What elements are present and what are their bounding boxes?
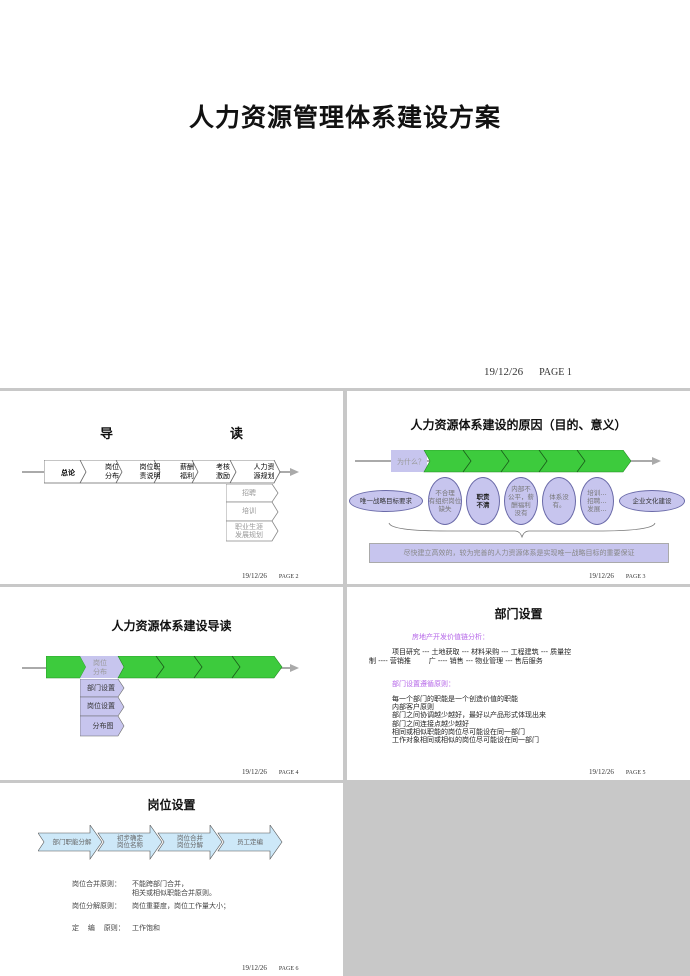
sub-chain (80, 679, 125, 737)
step-preliminary-position-name[interactable]: 初步确定 岗位名称 (117, 833, 143, 849)
slide-6-position-setup[interactable]: 岗位设置 部门职能分解 初步确定 岗位名称 岗位合并 岗位分解 员工定编 岗位合… (0, 783, 343, 976)
value-chain-line-1: 项目研究 --- 土地获取 --- 材料采购 --- 工程建筑 --- 质量控 (392, 648, 572, 656)
arrow-head-icon (290, 468, 299, 476)
slide-title: 人力资源体系建设导读 (111, 619, 232, 633)
step-arrows (38, 825, 283, 860)
green-chain (391, 450, 631, 473)
page-number: PAGE 2 (278, 574, 299, 580)
slide-2-guide[interactable]: 导 读 总论 岗位 分布 岗位职 责说明 薪酬 福利 考核 激励 人力资 源规划… (0, 391, 343, 584)
title-left-char: 导 (100, 427, 114, 442)
chain-item-hr-planning[interactable]: 人力资 源规划 (253, 463, 275, 480)
staffing-principle-label: 定 编 原则： (72, 924, 125, 932)
date: 19/12/26 (484, 366, 524, 378)
slide-footer: 19/12/26 PAGE 6 (242, 964, 299, 972)
active-item-position-distribution[interactable]: 岗位 分布 (93, 659, 107, 676)
merge-principle-line-2: 相关或相似职能合并原则。 (132, 889, 216, 897)
slide-title: 部门设置 (494, 607, 543, 621)
slide-1-title[interactable]: 人力资源管理体系建设方案 19/12/26 PAGE 1 (0, 0, 690, 388)
principle-item: 内部客户原则 (392, 703, 434, 712)
brace-icon (388, 522, 656, 539)
date: 19/12/26 (589, 768, 614, 776)
value-chain-heading: 房地产开发价值链分析： (412, 633, 489, 641)
slide-3-reasons[interactable]: 人力资源体系建设的原因（目的、意义） 为什么？ 唯一战略目标要求 不合理 有组织… (347, 391, 690, 584)
page-number: PAGE 4 (278, 770, 299, 776)
principles-heading: 部门设置遵循原则： (392, 680, 455, 688)
split-principle-label: 岗位分解原则： (72, 902, 121, 910)
sub-item-department-setup[interactable]: 部门设置 (87, 683, 115, 692)
slide-title: 岗位设置 (147, 798, 196, 812)
date: 19/12/26 (242, 964, 267, 972)
date: 19/12/26 (589, 572, 614, 580)
value-chain-line-2: 制 ---- 营销推 广 ---- 销售 --- 物业管理 --- 售后服务 (369, 657, 543, 665)
chain-item-appraisal[interactable]: 考核 激励 (216, 463, 230, 480)
slide-title: 人力资源体系建设的原因（目的、意义） (410, 418, 627, 432)
staffing-principle-text: 工作饱和 (132, 924, 160, 932)
page-number: PAGE 6 (278, 966, 299, 972)
chain-item-overview[interactable]: 总论 (61, 467, 75, 477)
date: 19/12/26 (242, 572, 267, 580)
process-chain (44, 460, 281, 484)
chain-item-compensation[interactable]: 薪酬 福利 (180, 463, 194, 480)
slide-footer: 19/12/26 PAGE 3 (589, 572, 646, 580)
split-principle-text: 岗位重要度，岗位工作量大小； (132, 902, 230, 910)
merge-principle-label: 岗位合并原则： (72, 880, 121, 888)
arrow-head-icon (652, 457, 661, 465)
page-number: PAGE 3 (625, 574, 646, 580)
principle-item: 相同或相似职能的岗位尽可能设在同一部门 (392, 727, 525, 736)
merge-principle-line-1: 不能跨部门合并， (132, 880, 188, 888)
slide-footer: 19/12/26 PAGE 2 (242, 572, 299, 580)
oval-training: 培训… 招聘… 发展… (580, 477, 614, 525)
sub-item-recruit[interactable]: 招聘 (242, 488, 256, 497)
page-number: PAGE 1 (539, 367, 572, 378)
slide-footer: 19/12/26 PAGE 1 (484, 366, 572, 378)
sub-chain (226, 484, 279, 542)
sub-item-training[interactable]: 培训 (242, 507, 256, 515)
step-staffing[interactable]: 员工定编 (237, 837, 263, 846)
slide-footer: 19/12/26 PAGE 4 (242, 768, 299, 776)
slide-4-system-guide[interactable]: 人力资源体系建设导读 岗位 分布 部门设置 岗位设置 分布图 19/12/26 P… (0, 587, 343, 780)
oval-unfair-pay: 内部不 公平，薪 酬福利 没有 (504, 477, 538, 525)
principle-item: 每一个部门的职能是一个创造价值的职能 (392, 695, 518, 703)
step-department-function-breakdown[interactable]: 部门职能分解 (52, 837, 92, 846)
oval-culture: 企业文化建设 (619, 490, 685, 512)
arrow-head-icon (290, 664, 299, 672)
oval-unclear-duties: 职责 不清 (466, 477, 500, 525)
main-title: 人力资源管理体系建设方案 (188, 103, 501, 132)
green-chain (46, 656, 283, 679)
date: 19/12/26 (242, 768, 267, 776)
principle-item: 工作对象相同或相似的岗位尽可能设在同一部门 (392, 736, 539, 745)
sub-item-position-setup[interactable]: 岗位设置 (87, 702, 115, 710)
why-label: 为什么？ (397, 458, 425, 466)
summary-box: 尽快建立高效的，较为完善的人力资源体系是实现唯一战略目标的重要保证 (369, 543, 669, 563)
chain-item-job-description[interactable]: 岗位职 责说明 (139, 463, 161, 480)
page-number: PAGE 5 (625, 770, 646, 776)
step-position-merge-split[interactable]: 岗位合并 岗位分解 (177, 833, 203, 849)
slide-5-department-setup[interactable]: 部门设置 房地产开发价值链分析： 项目研究 --- 土地获取 --- 材料采购 … (347, 587, 690, 780)
oval-unreasonable-org: 不合理 有组织岗位 缺失 (428, 477, 462, 525)
oval-strategic-goal: 唯一战略目标要求 (349, 490, 423, 512)
sub-item-distribution-chart[interactable]: 分布图 (92, 721, 114, 730)
principle-item: 部门之间连接点越少越好 (392, 719, 469, 728)
chain-item-position-distribution[interactable]: 岗位 分布 (105, 463, 119, 480)
title-right-char: 读 (230, 427, 244, 442)
slide-footer: 19/12/26 PAGE 5 (589, 768, 646, 776)
principles-list: 每一个部门的职能是一个创造价值的职能 内部客户原则 部门之间协调越少越好，最好以… (392, 695, 546, 744)
oval-no-system: 体系没 有。 (542, 477, 576, 525)
sub-item-career[interactable]: 职业生涯 发展规划 (235, 523, 263, 539)
principle-item: 部门之间协调越少越好，最好以产品形式体现出来 (392, 711, 546, 720)
